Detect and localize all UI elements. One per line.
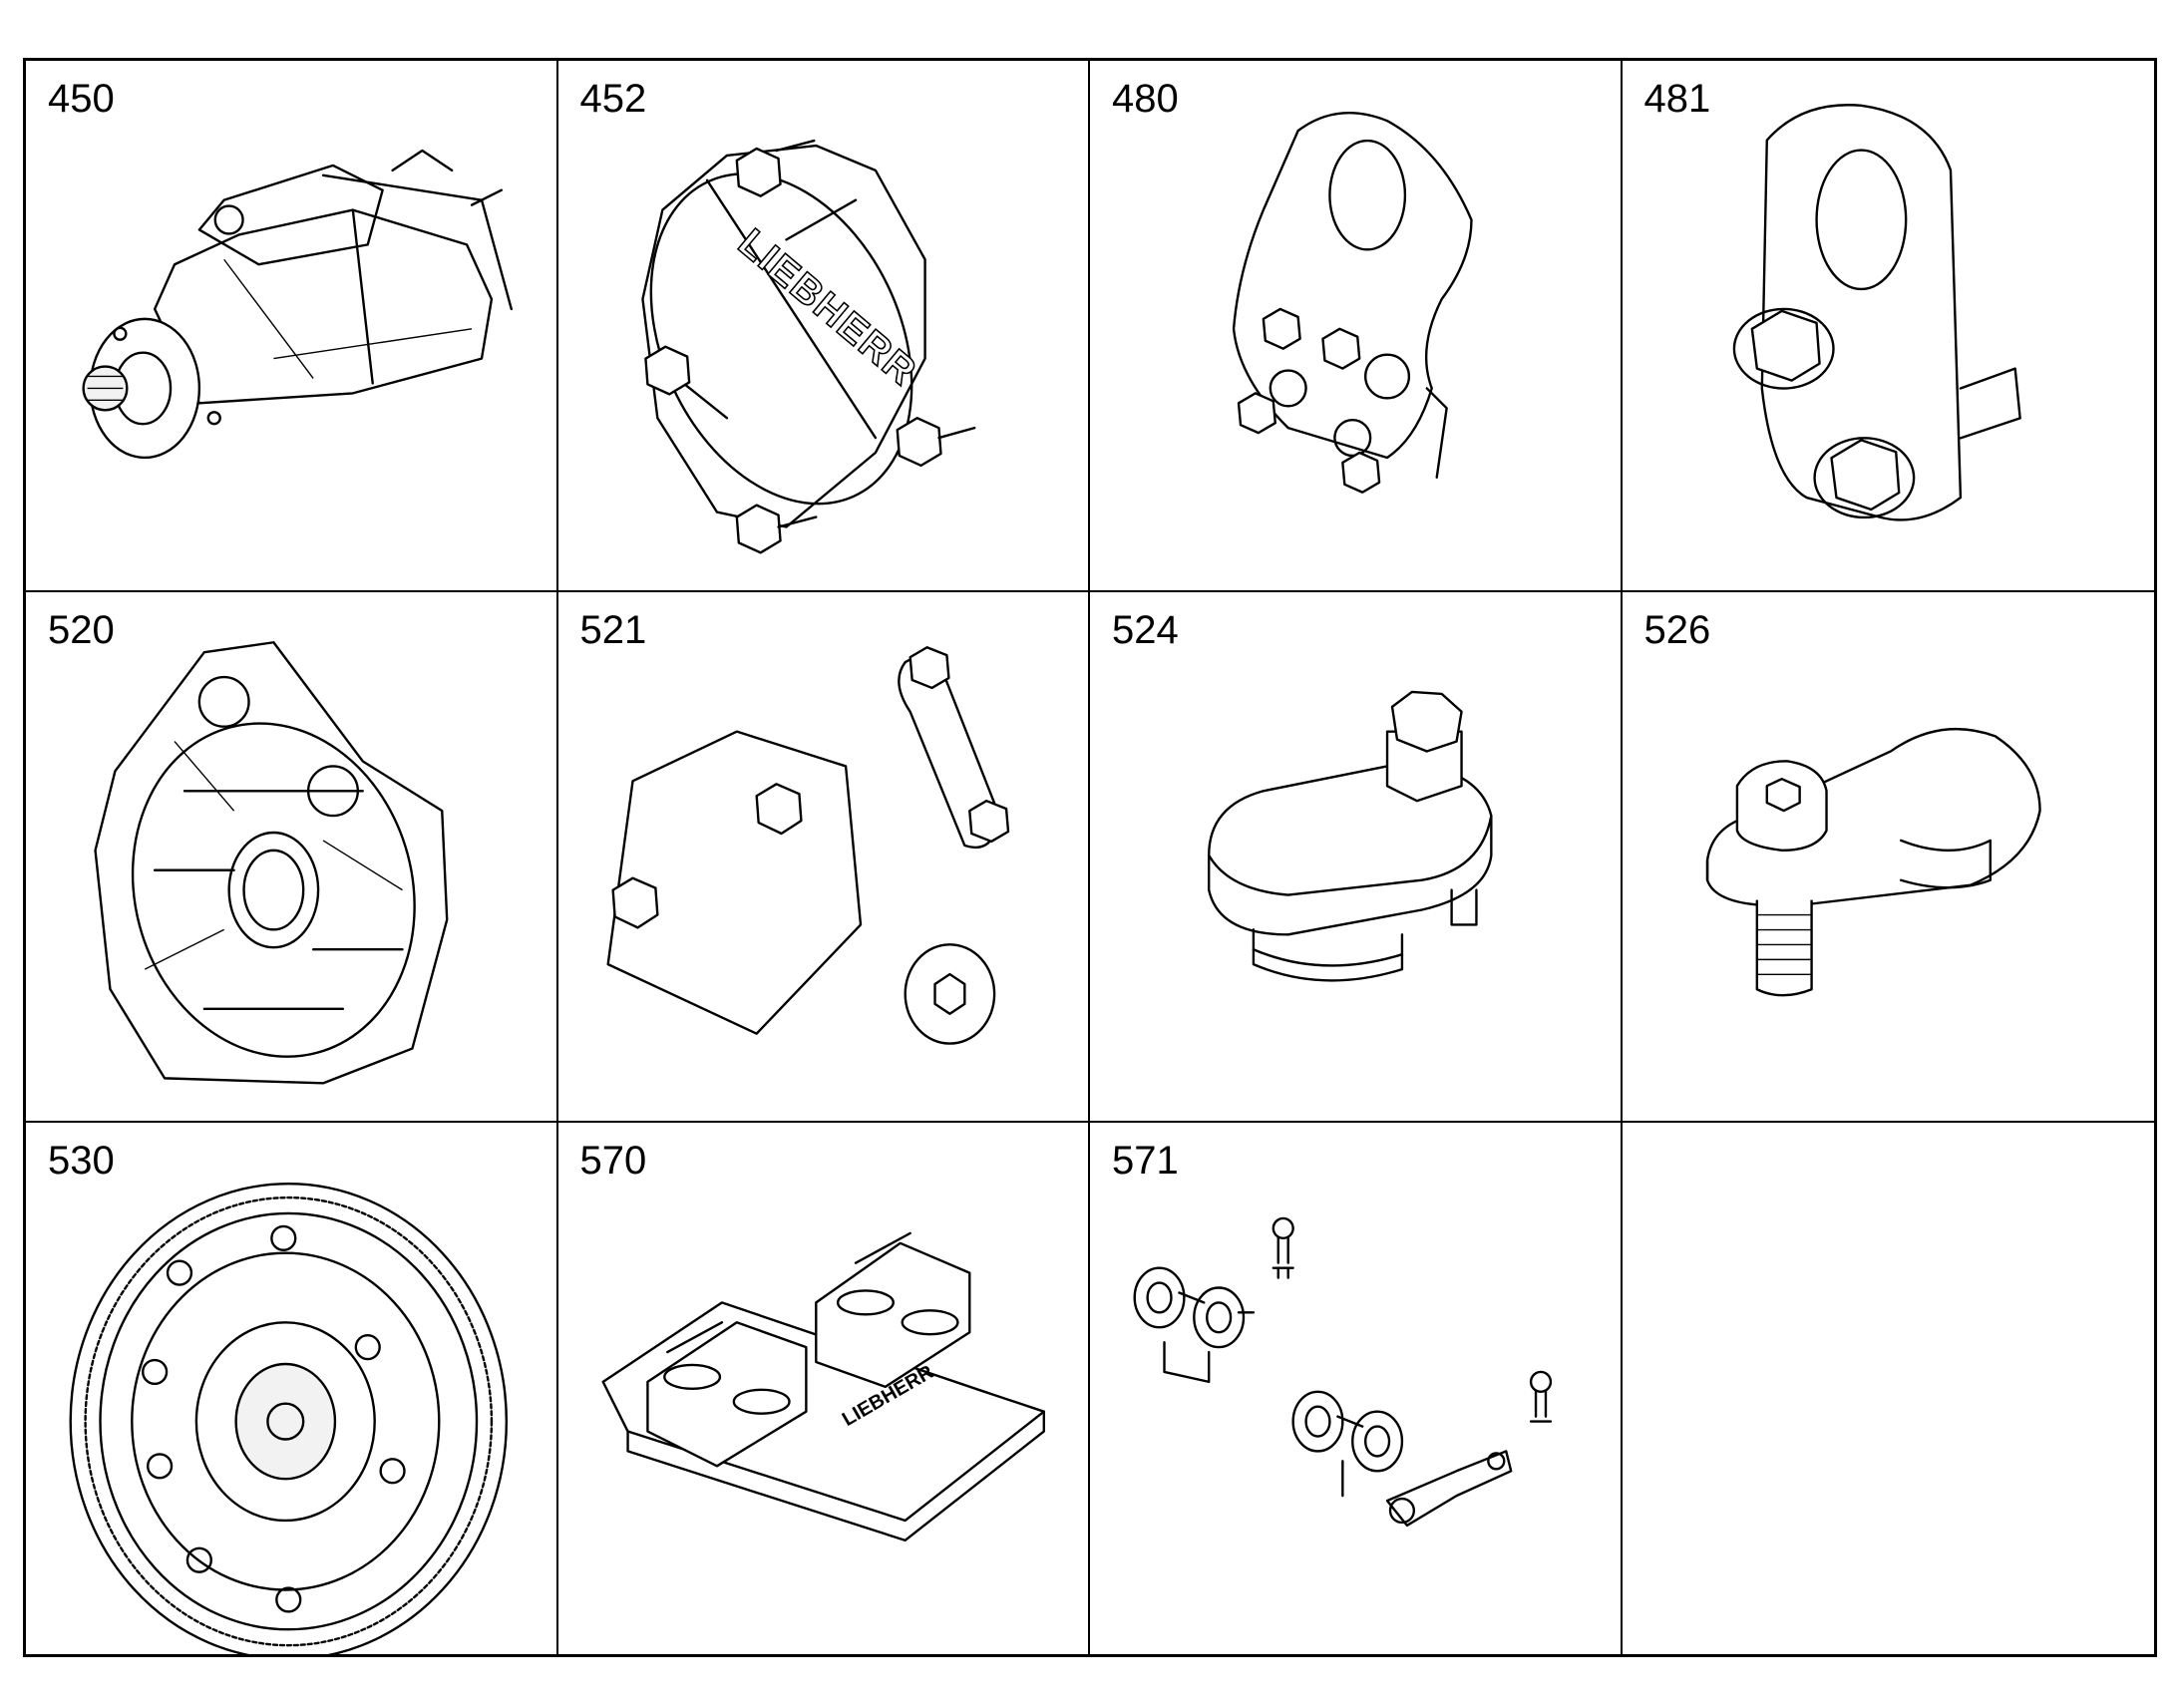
part-number: 526 — [1643, 607, 1711, 652]
part-number: 530 — [48, 1139, 115, 1184]
part-cell-524[interactable]: 524 — [1090, 591, 1623, 1124]
part-number: 480 — [1112, 77, 1179, 121]
part-cell-571[interactable]: 571 — [1090, 1123, 1623, 1654]
lifting-eye-bracket-icon — [1232, 112, 1473, 494]
part-number: 521 — [579, 607, 647, 652]
part-cell-521[interactable]: 521 — [557, 591, 1090, 1124]
part-number: 571 — [1112, 1139, 1179, 1184]
clamp-set-icon — [1133, 1217, 1553, 1528]
parts-grid: 450 452 LIEBHERR — [23, 58, 2157, 1657]
starter-motor-icon — [82, 149, 513, 460]
part-cell-452[interactable]: 452 LIEBHERR — [557, 61, 1090, 592]
cover-plate-icon: LIEBHERR — [640, 139, 975, 554]
flywheel-housing-icon — [94, 640, 449, 1085]
cam-lever-socket-icon — [1705, 727, 2041, 997]
cam-lever-icon — [1208, 690, 1493, 982]
lifting-eye-bracket-icon — [1732, 104, 2021, 521]
part-number: 524 — [1112, 607, 1179, 652]
part-number: 452 — [579, 77, 647, 121]
part-number: 520 — [48, 607, 115, 652]
cover-plate-set-icon — [605, 645, 1009, 1045]
part-cell-530[interactable]: 530 — [26, 1123, 558, 1654]
part-number: 481 — [1643, 77, 1711, 121]
flywheel-icon — [69, 1183, 508, 1654]
part-cell-570[interactable]: 570 LIEBHERR — [558, 1123, 1090, 1654]
hex-bolt — [643, 147, 942, 554]
part-cell-526[interactable]: 526 — [1622, 592, 2154, 1124]
empty-cell — [1623, 1123, 2155, 1654]
part-cell-481[interactable]: 481 — [1622, 61, 2154, 592]
part-cell-520[interactable]: 520 — [26, 591, 558, 1124]
part-cell-450[interactable]: 450 — [26, 61, 558, 592]
rocker-carrier-icon: LIEBHERR — [601, 1231, 1045, 1542]
part-number: 570 — [579, 1139, 647, 1184]
part-cell-480[interactable]: 480 — [1090, 61, 1623, 592]
part-number: 450 — [48, 77, 115, 121]
